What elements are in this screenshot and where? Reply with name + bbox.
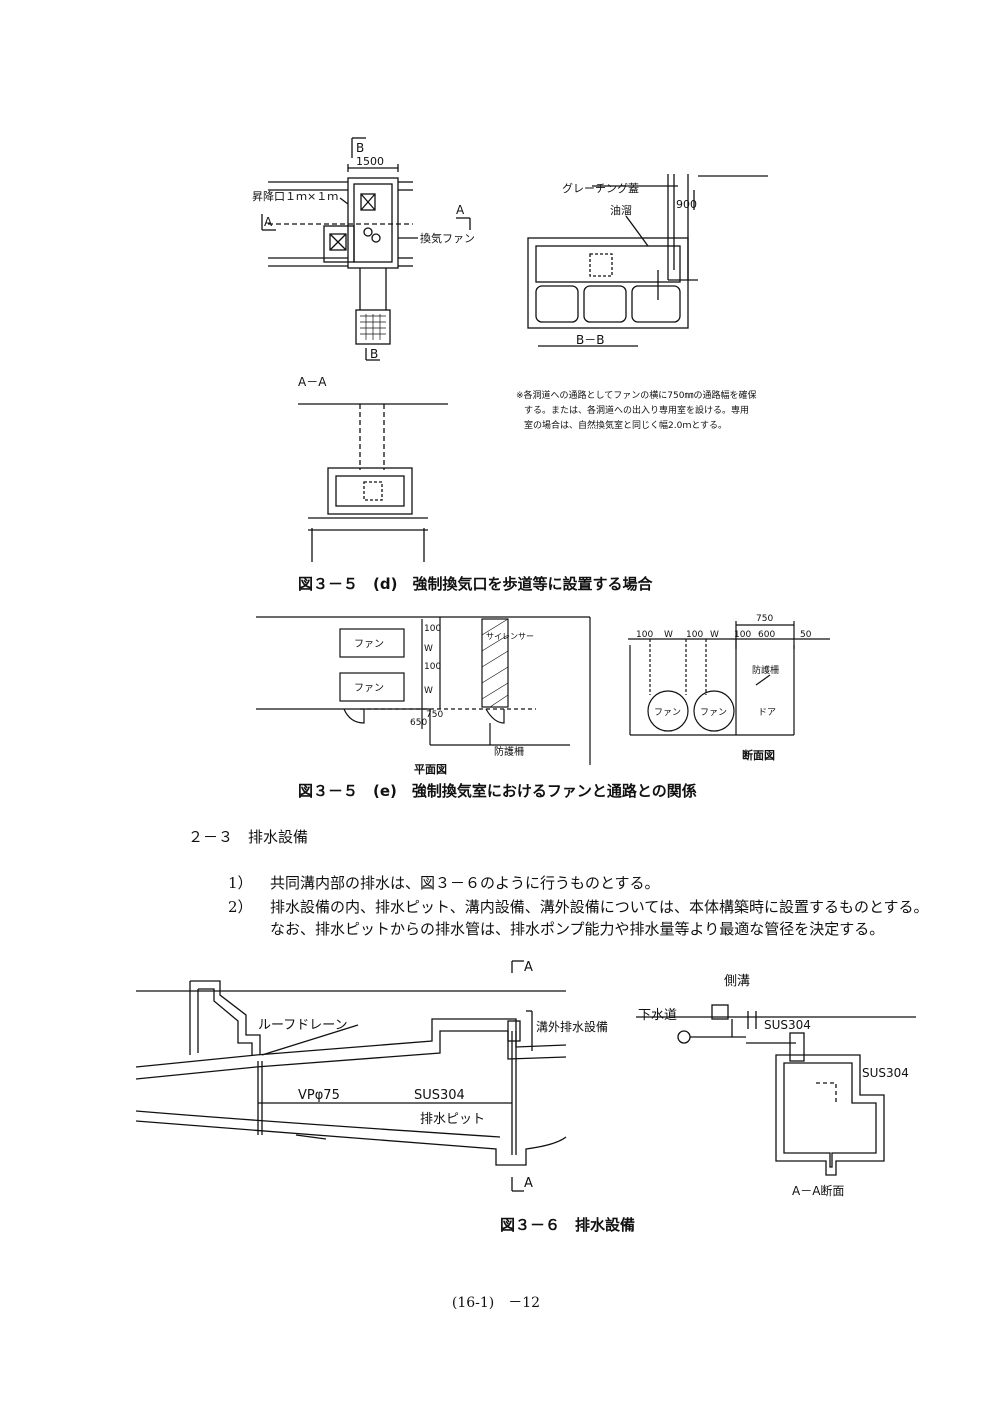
page-number: (16-1) －12 xyxy=(451,1295,541,1311)
plan-a-left-label: A xyxy=(264,215,273,229)
plan-b-top-label: B xyxy=(356,141,364,155)
aa-section-title: A－A xyxy=(298,375,327,389)
figure-3-5d-caption: 図３－５ (d) 強制換気口を歩道等に設置する場合 xyxy=(298,575,653,593)
section-dim-750: 750 xyxy=(756,614,773,624)
plan-title: 平面図 xyxy=(414,762,447,775)
plan-hatch-label: 昇降口１ｍ×１ｍ xyxy=(252,189,338,203)
section-sewer-label: 下水道 xyxy=(638,1008,677,1023)
section-title: 断面図 xyxy=(742,748,775,762)
section-dim-600: 600 xyxy=(758,630,775,640)
list-item-number: 2） xyxy=(228,898,253,916)
profile-a-top-label: A xyxy=(524,960,533,975)
plan-guard-label: 防護柵 xyxy=(494,745,524,758)
bb-section-title: B－B xyxy=(576,333,604,347)
list-item-number: 1） xyxy=(228,874,253,892)
section-door: ドア xyxy=(758,708,776,718)
list-item-text: 排水設備の内、排水ピット、溝内設備、溝外設備については、本体構築時に設置するもの… xyxy=(270,898,929,916)
figure-3-5d: B 1500 昇降口１ｍ×１ｍ A A 換気ファン B グレーチング蓋 900 … xyxy=(248,130,808,570)
section-dim-100-a: 100 xyxy=(636,630,653,640)
profile-outside-drain-label: 溝外排水設備 xyxy=(536,1019,608,1034)
plan-silencer-label: サイレンサー xyxy=(486,632,534,641)
list-item-1: 1） 共同溝内部の排水は、図３－６のように行うものとする。 xyxy=(228,872,660,893)
list-item-text: 共同溝内部の排水は、図３－６のように行うものとする。 xyxy=(270,874,660,892)
profile-a-bottom-label: A xyxy=(524,1176,533,1191)
bb-height-dimension: 900 xyxy=(676,198,697,211)
profile-sus-pipe-label: SUS304 xyxy=(414,1088,465,1103)
profile-pit-label: 排水ピット xyxy=(420,1112,485,1127)
figure-3-5e-drawing: ファン ファン 100 W 100 W 650 750 サイレンサー 防護柵 平… xyxy=(256,614,830,775)
figure-3-5e: ファン ファン 100 W 100 W 650 750 サイレンサー 防護柵 平… xyxy=(250,605,830,775)
figure-3-6: A ルーフドレーン 溝外排水設備 VPφ75 SUS304 排水ピット A 側溝… xyxy=(136,955,916,1205)
bb-grating-label: グレーチング蓋 xyxy=(562,181,639,195)
list-item-2: 2） 排水設備の内、排水ピット、溝内設備、溝外設備については、本体構築時に設置する… xyxy=(228,896,929,917)
plan-width-dimension: 1500 xyxy=(356,155,384,168)
plan-fan-2: ファン xyxy=(354,683,384,694)
section-fan-2: ファン xyxy=(700,708,727,718)
note-line-3: 室の場合は、自然換気室と同じく幅2.0ｍとする。 xyxy=(524,419,727,431)
plan-dim-w-1: W xyxy=(424,644,433,654)
note-line-1: ※各洞道への通路としてファンの横に750㎜の通路幅を確保 xyxy=(516,389,756,401)
section-dim-100-b: 100 xyxy=(686,630,703,640)
plan-dim-100-a: 100 xyxy=(424,624,441,634)
plan-fan-label: 換気ファン xyxy=(420,231,475,245)
figure-3-6-caption: 図３－６ 排水設備 xyxy=(500,1216,636,1234)
bb-trap-label: 油溜 xyxy=(610,203,632,217)
list-item-2-continued: なお、排水ピットからの排水管は、排水ポンプ能力や排水量等より最適な管径を決定する… xyxy=(228,918,884,939)
plan-fan-1: ファン xyxy=(354,639,384,650)
plan-dim-750: 750 xyxy=(426,710,443,720)
plan-dim-w-2: W xyxy=(424,686,433,696)
section-fan-1: ファン xyxy=(654,708,681,718)
note-line-2: する。または、各洞道への出入り専用室を設ける。専用 xyxy=(524,404,749,416)
figure-3-5d-drawing: B 1500 昇降口１ｍ×１ｍ A A 換気ファン B グレーチング蓋 900 … xyxy=(252,137,768,562)
section-dim-100-c: 100 xyxy=(734,630,751,640)
section-sus-label-2: SUS304 xyxy=(862,1066,909,1080)
section-side-ditch-label: 側溝 xyxy=(724,974,750,989)
plan-dim-650: 650 xyxy=(410,718,427,728)
section-guard-label: 防護柵 xyxy=(752,664,779,676)
figure-3-5e-caption: 図３－５ (e) 強制換気室におけるファンと通路との関係 xyxy=(298,782,697,800)
plan-a-right-label: A xyxy=(456,203,465,217)
list-item-text: なお、排水ピットからの排水管は、排水ポンプ能力や排水量等より最適な管径を決定する… xyxy=(270,920,885,938)
section-dim-w-2: W xyxy=(710,630,719,640)
section-sus-label-1: SUS304 xyxy=(764,1018,811,1032)
plan-b-bottom-label: B xyxy=(370,347,378,361)
profile-vp-pipe-label: VPφ75 xyxy=(298,1088,340,1103)
section-heading: ２－３ 排水設備 xyxy=(188,828,309,846)
section-dim-w-1: W xyxy=(664,630,673,640)
section-dim-50: 50 xyxy=(800,630,812,640)
plan-dim-100-b: 100 xyxy=(424,662,441,672)
profile-roof-drain-label: ルーフドレーン xyxy=(258,1018,348,1033)
figure-3-6-drawing: A ルーフドレーン 溝外排水設備 VPφ75 SUS304 排水ピット A 側溝… xyxy=(136,960,916,1198)
section-title: A－A断面 xyxy=(792,1183,844,1198)
